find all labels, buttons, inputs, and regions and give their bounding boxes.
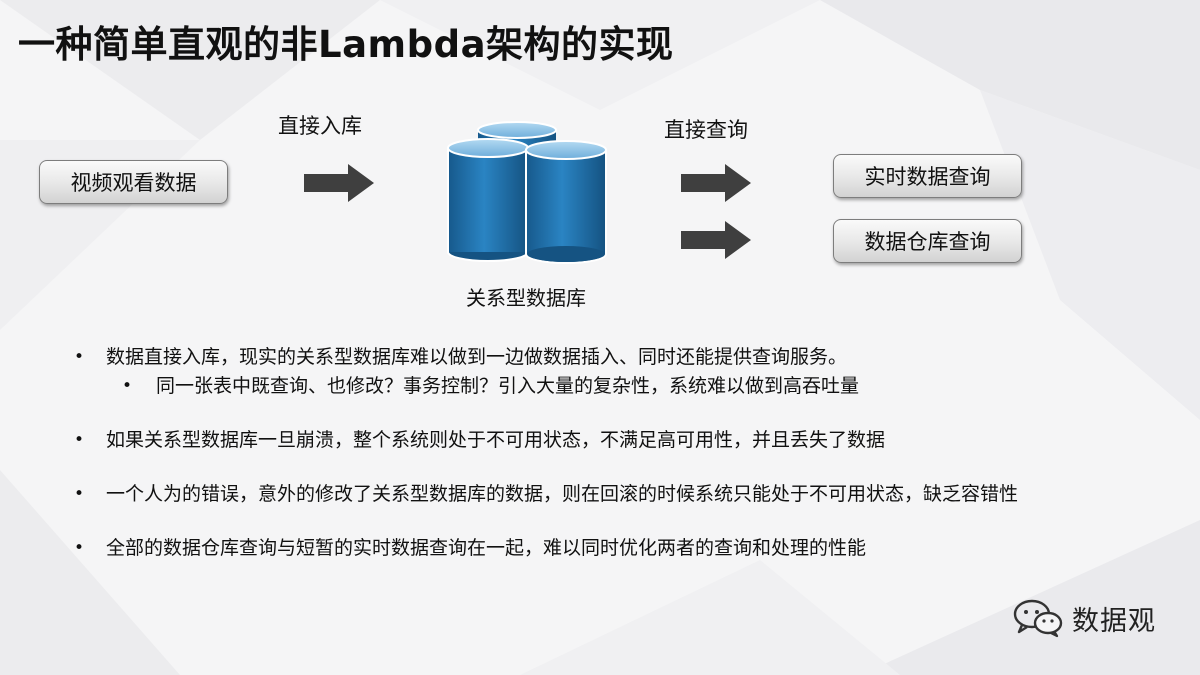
list-item: 全部的数据仓库查询与短暂的实时数据查询在一起，难以同时优化两者的查询和处理的性能 — [74, 535, 1194, 561]
list-item: 数据直接入库，现实的关系型数据库难以做到一边做数据插入、同时还能提供查询服务。 — [74, 344, 1194, 370]
database-icon — [447, 121, 607, 264]
page-title: 一种简单直观的非Lambda架构的实现 — [18, 23, 674, 66]
warehouse-query-box: 数据仓库查询 — [833, 219, 1022, 263]
list-item: 一个人为的错误，意外的修改了关系型数据库的数据，则在回滚的时候系统只能处于不可用… — [74, 481, 1194, 507]
source-box: 视频观看数据 — [39, 160, 228, 204]
query-arrow-icon — [681, 164, 751, 202]
watermark-text: 数据观 — [1072, 605, 1156, 637]
query-label: 直接查询 — [664, 118, 748, 142]
realtime-query-box: 实时数据查询 — [833, 154, 1022, 198]
ingest-arrow-icon — [304, 164, 374, 202]
list-item: 如果关系型数据库一旦崩溃，整个系统则处于不可用状态，不满足高可用性，并且丢失了数… — [74, 427, 1194, 453]
watermark: 数据观 — [1012, 598, 1156, 638]
query-arrow-icon — [681, 221, 751, 259]
wechat-icon — [1013, 599, 1063, 638]
db-label: 关系型数据库 — [466, 286, 586, 310]
bullet-list: 数据直接入库，现实的关系型数据库难以做到一边做数据插入、同时还能提供查询服务。 … — [74, 344, 1194, 561]
ingest-label: 直接入库 — [278, 114, 362, 138]
list-item-sub: 同一张表中既查询、也修改？事务控制？引入大量的复杂性，系统难以做到高吞吐量 — [74, 373, 1194, 399]
